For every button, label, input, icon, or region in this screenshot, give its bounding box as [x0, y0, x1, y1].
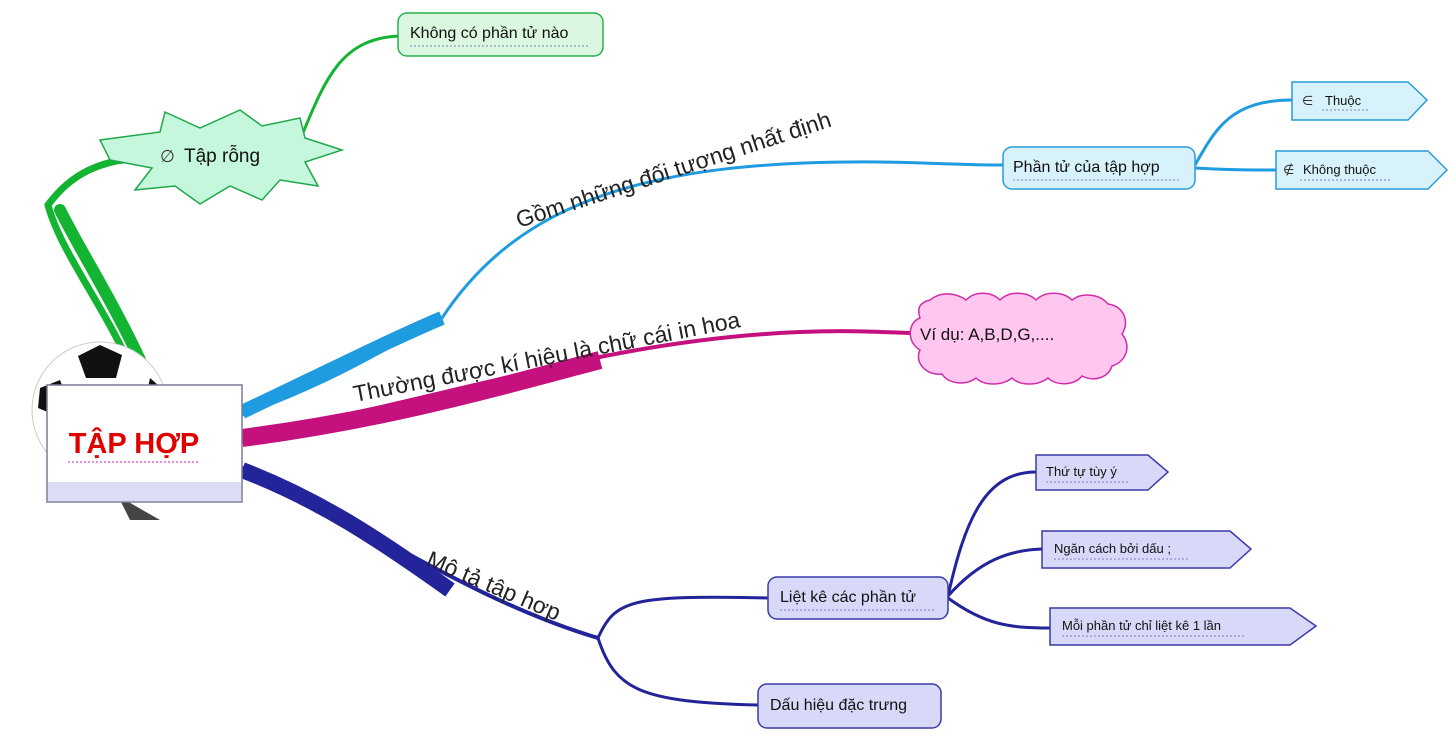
empty-set-icon: ∅ — [160, 147, 175, 166]
central-node[interactable]: TẬP HỢP — [46, 384, 243, 503]
connector-describe — [241, 466, 599, 640]
connector-separator — [946, 547, 1043, 597]
not-belongs-node[interactable]: ∉ Không thuộc — [1275, 150, 1449, 190]
connector-list — [596, 595, 769, 639]
branch-label-notation: Thường được kí hiệu là chữ cái in hoa — [351, 306, 742, 407]
element-node[interactable]: Phần tử của tập hợp — [1002, 146, 1196, 190]
no-elements-label: Không có phần tử nào — [410, 25, 568, 42]
connector-order — [946, 470, 1037, 597]
branch-label-objects: Gồm những đối tượng nhất định — [513, 106, 835, 233]
connector-empty-set — [44, 154, 154, 369]
belongs-symbol-icon: ∈ — [1302, 93, 1313, 108]
list-elements-node[interactable]: Liệt kê các phần tử — [767, 576, 949, 620]
not-belongs-symbol-icon: ∉ — [1283, 162, 1294, 177]
connector-once — [947, 596, 1051, 630]
once-label: Mỗi phần tử chỉ liệt kê 1 lần — [1062, 618, 1221, 633]
not-belongs-label: Không thuộc — [1303, 162, 1377, 177]
property-node[interactable]: Dấu hiệu đặc trưng — [757, 683, 942, 729]
connector-element-in — [1193, 98, 1293, 166]
separator-label: Ngăn cách bởi dấu ; — [1054, 541, 1171, 556]
connector-empty-child — [298, 34, 401, 141]
belongs-node[interactable]: ∈ Thuộc — [1291, 81, 1429, 121]
connector-notation-thick — [240, 351, 603, 447]
list-elements-label: Liệt kê các phần tử — [780, 589, 916, 606]
connector-property — [596, 637, 759, 707]
connector-element-notin — [1194, 166, 1277, 172]
separator-node[interactable]: Ngăn cách bởi dấu ; — [1041, 530, 1253, 569]
connector-objects-thick — [238, 311, 445, 419]
connector-describe-thick — [239, 462, 455, 597]
no-elements-node[interactable]: Không có phần tử nào — [397, 12, 604, 57]
example-cloud-node[interactable]: Ví dụ: A,B,D,G,.... — [909, 292, 1128, 385]
once-node[interactable]: Mỗi phần tử chỉ liệt kê 1 lần — [1049, 607, 1318, 646]
empty-set-node[interactable]: ∅ Tập rỗng — [98, 109, 345, 205]
connector-empty-set-thick — [54, 204, 146, 366]
order-label: Thứ tự tùy ý — [1046, 464, 1117, 479]
empty-set-label: Tập rỗng — [184, 145, 260, 167]
element-label: Phần tử của tập hợp — [1013, 159, 1160, 176]
belongs-label: Thuộc — [1325, 93, 1362, 108]
property-label: Dấu hiệu đặc trưng — [770, 697, 907, 714]
example-label: Ví dụ: A,B,D,G,.... — [920, 325, 1054, 344]
central-title: TẬP HỢP — [69, 426, 200, 460]
connector-objects — [241, 160, 1004, 417]
order-node[interactable]: Thứ tự tùy ý — [1035, 454, 1170, 491]
